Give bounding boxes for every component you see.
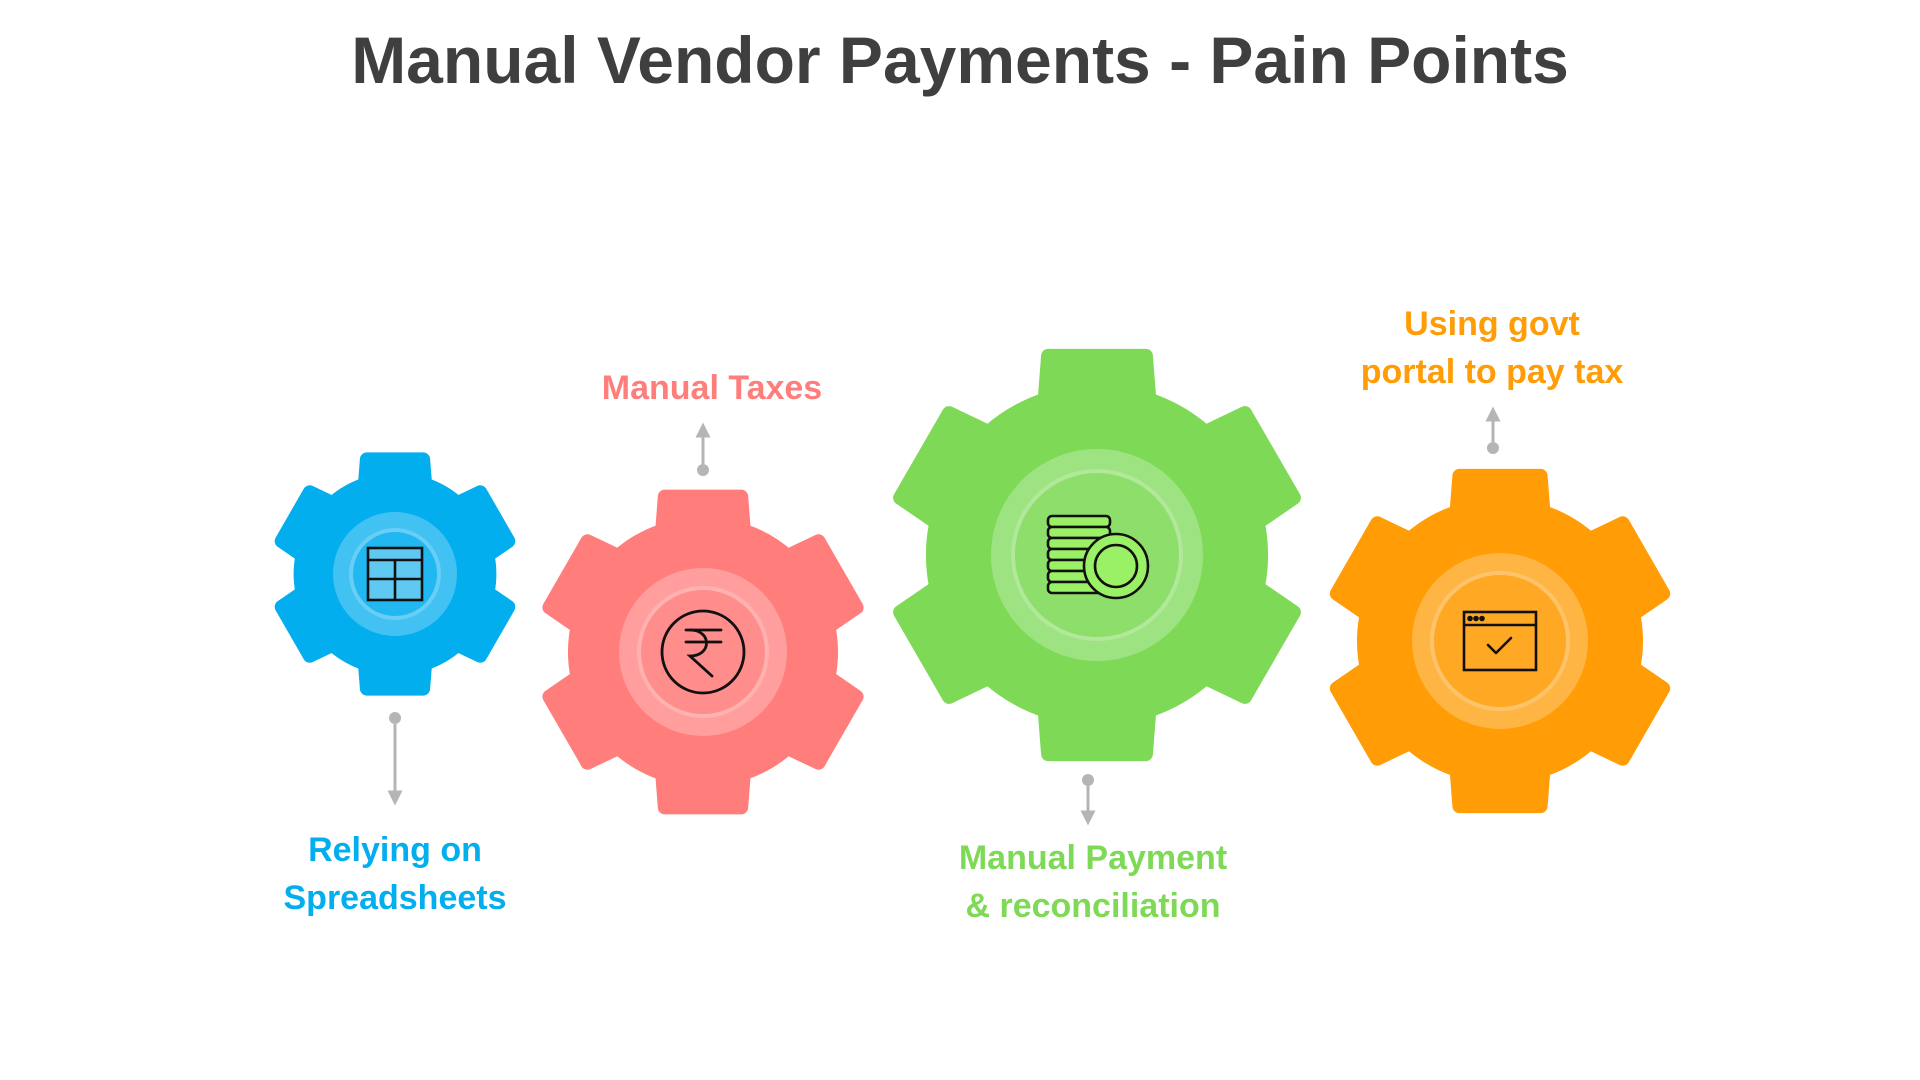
label-line: Relying on (308, 831, 482, 869)
label-line: Spreadsheets (283, 879, 507, 917)
coins-stack-icon (1046, 514, 1150, 600)
gear-govt-portal (1329, 468, 1671, 814)
gear-spreadsheets (274, 452, 516, 696)
label-line: Using govt (1404, 305, 1580, 343)
label-line: Manual Taxes (601, 369, 823, 407)
connector-manual-taxes (695, 422, 711, 476)
label-using-govt-portal: Using govt portal to pay tax (1272, 300, 1712, 396)
connector-spreadsheets (387, 712, 403, 806)
label-manual-taxes: Manual Taxes (492, 364, 932, 412)
gear-manual-payment (893, 348, 1301, 762)
label-relying-on-spreadsheets: Relying on Spreadsheets (175, 826, 615, 922)
spreadsheet-icon (366, 546, 424, 602)
browser-check-icon (1462, 610, 1538, 672)
label-manual-payment-reconciliation: Manual Payment & reconciliation (873, 834, 1313, 930)
label-line: & reconciliation (965, 887, 1221, 925)
gear-manual-taxes (542, 489, 864, 815)
page-title: Manual Vendor Payments - Pain Points (351, 23, 1569, 97)
label-line: Manual Payment (958, 839, 1228, 877)
label-line: portal to pay tax (1360, 353, 1624, 391)
rupee-icon (660, 609, 746, 695)
connector-manual-payment (1080, 774, 1096, 826)
connector-govt-portal (1485, 406, 1501, 454)
